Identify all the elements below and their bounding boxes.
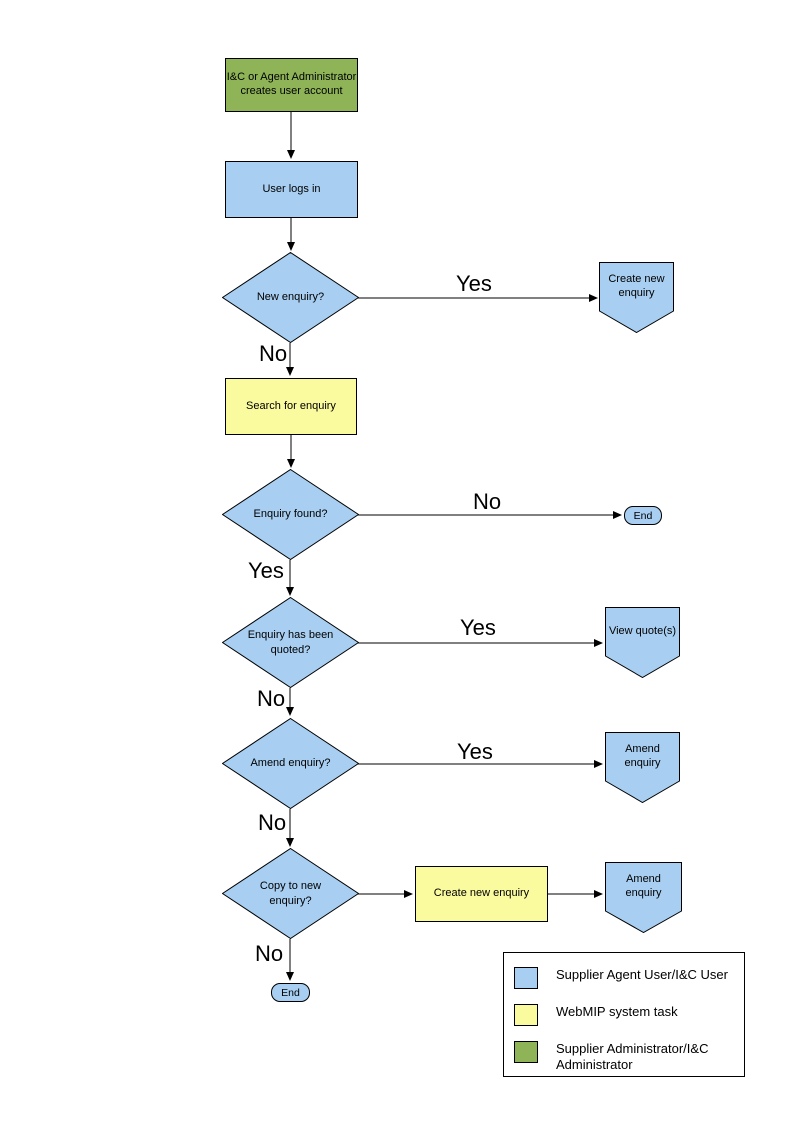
edge-label-yes-enquiry-found: Yes [248,558,284,583]
legend-row-admin: Supplier Administrator/I&C Administrator [514,1041,741,1074]
task-search-for-enquiry-label: Search for enquiry [246,399,336,412]
offpage-amend-enquiry-1: Amend enquiry [605,732,680,803]
edge-label-no-new-enquiry: No [259,341,288,366]
decision-enquiry-quoted: Enquiry has been quoted? [222,597,359,688]
edge-label-no-enquiry-found: No [473,489,502,514]
legend-label-system: WebMIP system task [556,1004,678,1019]
offpage-create-new-enquiry-label: Create new enquiry [608,272,665,299]
task-create-new-enquiry-label: Create new enquiry [433,887,530,900]
pentagon-shape [599,262,674,333]
process-user-logs-in-label: User logs in [262,182,321,195]
pentagon-shape [605,732,680,803]
offpage-view-quotes-label: View quote(s) [608,624,677,637]
edge-label-no-quoted: No [257,686,286,711]
edge-label-yes-new-enquiry: Yes [456,271,492,296]
diamond-shape [222,718,359,809]
offpage-amend-enquiry-2: Amend enquiry [605,862,682,933]
offpage-amend-enquiry-2-label: Amend enquiry [625,872,662,899]
diamond-shape [222,252,359,343]
decision-enquiry-quoted-label: Enquiry has been quoted? [247,629,334,656]
legend-swatch-green [514,1041,538,1063]
offpage-view-quotes: View quote(s) [605,607,680,678]
edge-label-yes-quoted: Yes [460,615,496,640]
legend-label-admin: Supplier Administrator/I&C Administrator [556,1041,709,1073]
decision-copy-to-new-enquiry: Copy to new enquiry? [222,848,359,939]
diamond-shape [222,469,359,560]
legend: Supplier Agent User/I&C User WebMIP syst… [503,952,745,1077]
task-create-new-enquiry: Create new enquiry [415,866,548,922]
process-user-logs-in: User logs in [225,161,358,218]
process-admin-creates-account: I&C or Agent Administrator creates user … [225,58,358,112]
decision-new-enquiry-label: New enquiry? [256,291,325,304]
edge-label-no-copy: No [255,941,284,966]
decision-enquiry-found: Enquiry found? [222,469,359,560]
offpage-amend-enquiry-1-label: Amend enquiry [624,742,661,769]
offpage-create-new-enquiry: Create new enquiry [599,262,674,333]
task-search-for-enquiry: Search for enquiry [225,378,357,435]
edge-label-no-amend: No [258,810,287,835]
pentagon-shape [605,862,682,933]
terminator-end-bottom: End [271,983,310,1002]
legend-row-system: WebMIP system task [514,1004,741,1026]
legend-swatch-blue [514,967,538,989]
legend-row-user: Supplier Agent User/I&C User [514,967,741,989]
decision-amend-enquiry-label: Amend enquiry? [250,757,331,770]
decision-new-enquiry: New enquiry? [222,252,359,343]
diamond-shape [222,848,359,939]
decision-enquiry-found-label: Enquiry found? [253,508,328,521]
pentagon-shape [605,607,680,678]
decision-copy-to-new-enquiry-label: Copy to new enquiry? [259,880,322,907]
process-admin-creates-account-label: I&C or Agent Administrator creates user … [226,71,357,97]
terminator-end-bottom-label: End [281,986,300,999]
terminator-end-right: End [624,506,662,525]
terminator-end-right-label: End [633,509,653,522]
diamond-shape [222,597,359,688]
legend-swatch-yellow [514,1004,538,1026]
edge-label-yes-amend: Yes [457,739,493,764]
decision-amend-enquiry: Amend enquiry? [222,718,359,809]
legend-label-user: Supplier Agent User/I&C User [556,967,728,982]
